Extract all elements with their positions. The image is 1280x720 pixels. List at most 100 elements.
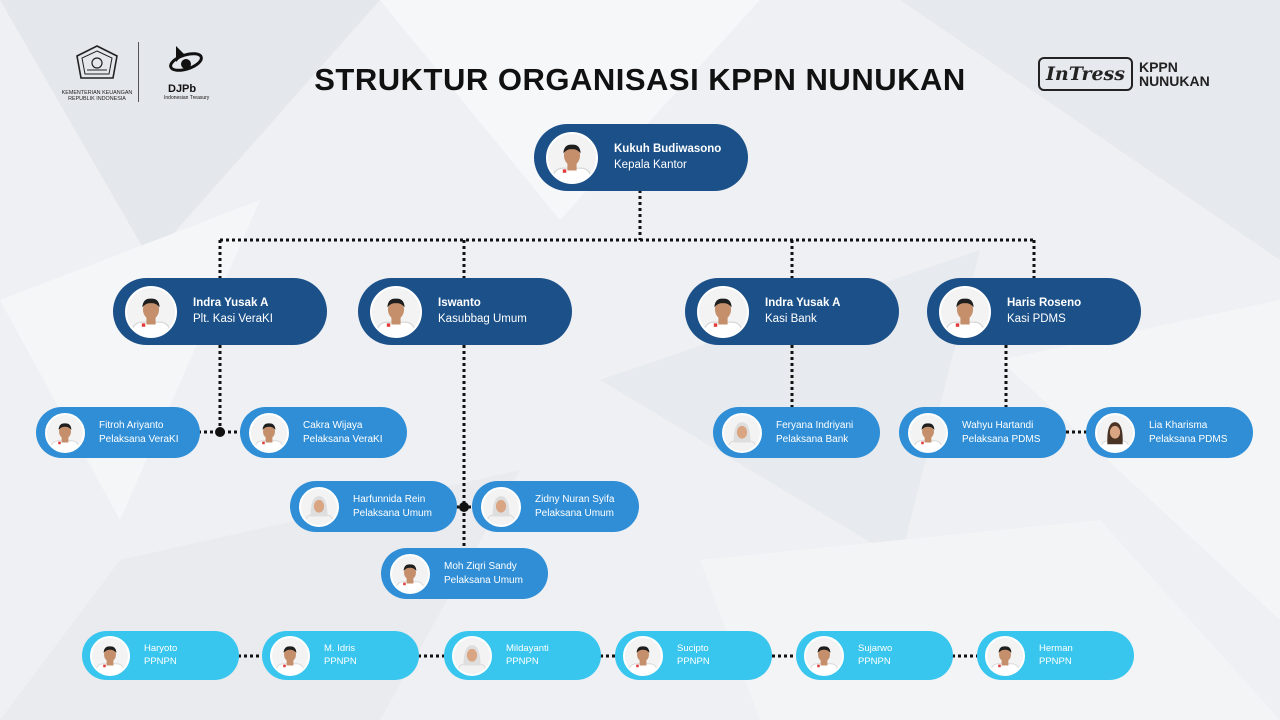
person-photo-icon — [484, 491, 518, 525]
member-name: Indra Yusak A — [765, 296, 841, 309]
avatar — [908, 412, 948, 453]
ppnpn-card[interactable]: Haryoto PPNPN — [82, 631, 239, 680]
avatar — [1095, 412, 1135, 453]
person-photo-icon — [373, 290, 419, 336]
intress-wordmark: InTress — [1038, 57, 1133, 91]
person-photo-icon — [911, 417, 945, 451]
staff-card[interactable]: Zidny Nuran Syifa Pelaksana Umum — [472, 481, 639, 532]
ppnpn-card[interactable]: M. Idris PPNPN — [262, 631, 419, 680]
avatar — [270, 635, 310, 676]
kemenkeu-emblem-icon — [76, 45, 118, 79]
member-role: Pelaksana PDMS — [1149, 433, 1228, 445]
member-role: Kasi PDMS — [1007, 312, 1066, 325]
staff-card[interactable]: Fitroh Ariyanto Pelaksana VeraKI — [36, 407, 200, 458]
member-role: Kepala Kantor — [614, 158, 687, 171]
person-photo-icon — [48, 417, 82, 451]
kppn-line1: KPPN — [1138, 59, 1178, 75]
person-photo-icon — [252, 417, 286, 451]
staff-card[interactable]: Feryana Indriyani Pelaksana Bank — [713, 407, 880, 458]
page-title: STRUKTUR ORGANISASI KPPN NUNUKAN — [314, 62, 966, 97]
member-role: Pelaksana Umum — [535, 507, 614, 519]
person-photo-icon — [725, 417, 759, 451]
person-photo-icon — [455, 640, 489, 674]
member-name: Zidny Nuran Syifa — [535, 494, 615, 505]
staff-card[interactable]: Lia Kharisma Pelaksana PDMS — [1086, 407, 1253, 458]
avatar — [546, 131, 598, 184]
member-name: Mildayanti — [506, 642, 549, 654]
avatar — [249, 412, 289, 453]
staff-card[interactable]: Moh Ziqri Sandy Pelaksana Umum — [381, 548, 548, 599]
member-name: Fitroh Ariyanto — [99, 420, 164, 431]
djpb-sub: Indonesian Treasury — [164, 95, 210, 101]
ppnpn-card[interactable]: Herman PPNPN — [977, 631, 1134, 680]
section-card[interactable]: Indra Yusak A Kasi Bank — [685, 278, 899, 345]
person-photo-icon — [700, 290, 746, 336]
intress-name: InTress — [1046, 63, 1125, 85]
member-name: Moh Ziqri Sandy — [444, 561, 517, 572]
logo-divider — [138, 42, 139, 102]
avatar — [722, 412, 762, 453]
member-name: Lia Kharisma — [1149, 420, 1208, 431]
junction-dot — [459, 502, 469, 512]
member-role: Pelaksana VeraKI — [303, 433, 383, 445]
member-name: Indra Yusak A — [193, 296, 269, 309]
section-card[interactable]: Iswanto Kasubbag Umum — [358, 278, 572, 345]
member-name: Herman — [1039, 642, 1073, 654]
member-name: Sujarwo — [858, 642, 893, 654]
avatar — [985, 635, 1025, 676]
member-role: PPNPN — [858, 655, 891, 667]
staff-card[interactable]: Wahyu Hartandi Pelaksana PDMS — [899, 407, 1066, 458]
ppnpn-card[interactable]: Mildayanti PPNPN — [444, 631, 601, 680]
person-photo-icon — [273, 640, 307, 674]
member-name: Iswanto — [438, 296, 481, 309]
head-card[interactable]: Kukuh Budiwasono Kepala Kantor — [534, 124, 748, 191]
member-name: Cakra Wijaya — [303, 420, 363, 431]
member-role: Kasi Bank — [765, 312, 817, 325]
avatar — [481, 486, 521, 527]
member-role: Pelaksana VeraKI — [99, 433, 179, 445]
person-photo-icon — [549, 136, 595, 182]
avatar — [390, 553, 430, 594]
intress-logo: InTress KPPN NUNUKAN — [1038, 56, 1210, 92]
member-role: Plt. Kasi VeraKI — [193, 312, 273, 325]
person-photo-icon — [302, 491, 336, 525]
avatar — [370, 285, 422, 338]
person-photo-icon — [93, 640, 127, 674]
section-card[interactable]: Haris Roseno Kasi PDMS — [927, 278, 1141, 345]
member-role: Pelaksana Umum — [353, 507, 432, 519]
member-role: PPNPN — [1039, 655, 1072, 667]
member-name: Sucipto — [677, 642, 709, 654]
avatar — [804, 635, 844, 676]
avatar — [90, 635, 130, 676]
person-photo-icon — [393, 558, 427, 592]
member-role: PPNPN — [144, 655, 177, 667]
person-photo-icon — [807, 640, 841, 674]
member-role: PPNPN — [677, 655, 710, 667]
member-role: Pelaksana Umum — [444, 574, 523, 586]
member-name: M. Idris — [324, 642, 356, 654]
junction-dot — [215, 427, 225, 437]
section-card[interactable]: Indra Yusak A Plt. Kasi VeraKI — [113, 278, 327, 345]
ppnpn-card[interactable]: Sujarwo PPNPN — [796, 631, 953, 680]
member-name: Wahyu Hartandi — [962, 420, 1034, 431]
member-name: Haryoto — [144, 642, 178, 654]
staff-card[interactable]: Harfunnida Rein Pelaksana Umum — [290, 481, 457, 532]
avatar — [939, 285, 991, 338]
djpb-emblem-icon — [169, 46, 203, 72]
member-name: Feryana Indriyani — [776, 420, 854, 431]
member-role: Pelaksana Bank — [776, 433, 849, 445]
avatar — [452, 635, 492, 676]
person-photo-icon — [1098, 417, 1132, 451]
avatar — [697, 285, 749, 338]
member-name: Haris Roseno — [1007, 296, 1082, 309]
kemenkeu-line1: KEMENTERIAN KEUANGAN — [61, 90, 133, 96]
member-name: Kukuh Budiwasono — [614, 142, 722, 155]
person-photo-icon — [988, 640, 1022, 674]
ppnpn-card[interactable]: Sucipto PPNPN — [615, 631, 772, 680]
staff-card[interactable]: Cakra Wijaya Pelaksana VeraKI — [240, 407, 407, 458]
kemenkeu-line2: REPUBLIK INDONESIA — [68, 96, 126, 102]
kppn-line2: NUNUKAN — [1138, 73, 1210, 89]
kemenkeu-logo: KEMENTERIAN KEUANGAN REPUBLIK INDONESIA — [56, 44, 138, 106]
